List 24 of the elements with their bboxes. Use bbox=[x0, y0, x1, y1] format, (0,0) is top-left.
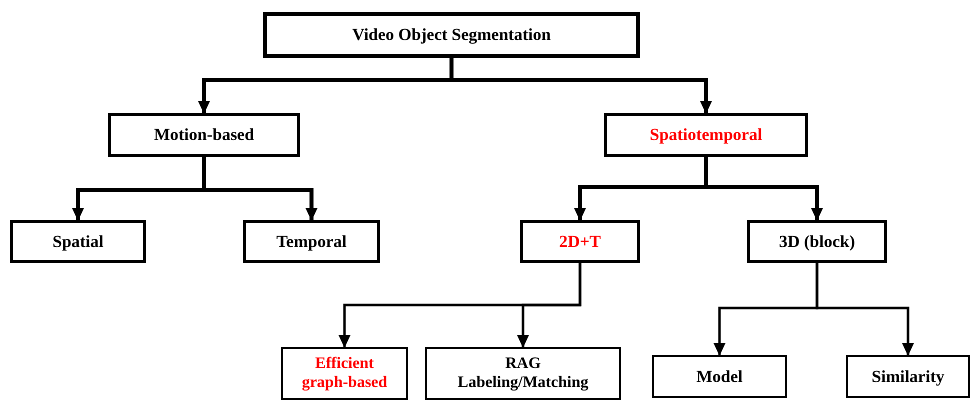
category-box bbox=[10, 220, 146, 263]
arrow bbox=[816, 263, 914, 356]
category-box bbox=[747, 220, 887, 263]
box-label: 2D+T bbox=[558, 232, 602, 252]
box-label: Motion-based bbox=[152, 125, 256, 145]
box-label: RAG Labeling/Matching bbox=[456, 355, 590, 392]
category-box bbox=[281, 347, 408, 400]
category-box bbox=[846, 355, 970, 398]
box-label: Temporal bbox=[275, 232, 348, 252]
category-box bbox=[425, 347, 621, 400]
arrow bbox=[517, 263, 582, 348]
box-label: Video Object Segmentation bbox=[351, 25, 552, 45]
box-label: Similarity bbox=[870, 366, 946, 386]
category-box bbox=[604, 113, 808, 157]
box-label: 3D (block) bbox=[778, 232, 856, 252]
box-label: Spatial bbox=[51, 232, 105, 252]
category-box bbox=[520, 220, 640, 263]
box-label: Spatiotemporal bbox=[648, 125, 764, 145]
box-label: Efficient graph-based bbox=[300, 355, 388, 392]
category-box bbox=[652, 355, 787, 398]
box-label: Model bbox=[695, 366, 744, 386]
category-box bbox=[263, 12, 640, 58]
category-box bbox=[108, 113, 300, 157]
category-box bbox=[243, 220, 380, 263]
